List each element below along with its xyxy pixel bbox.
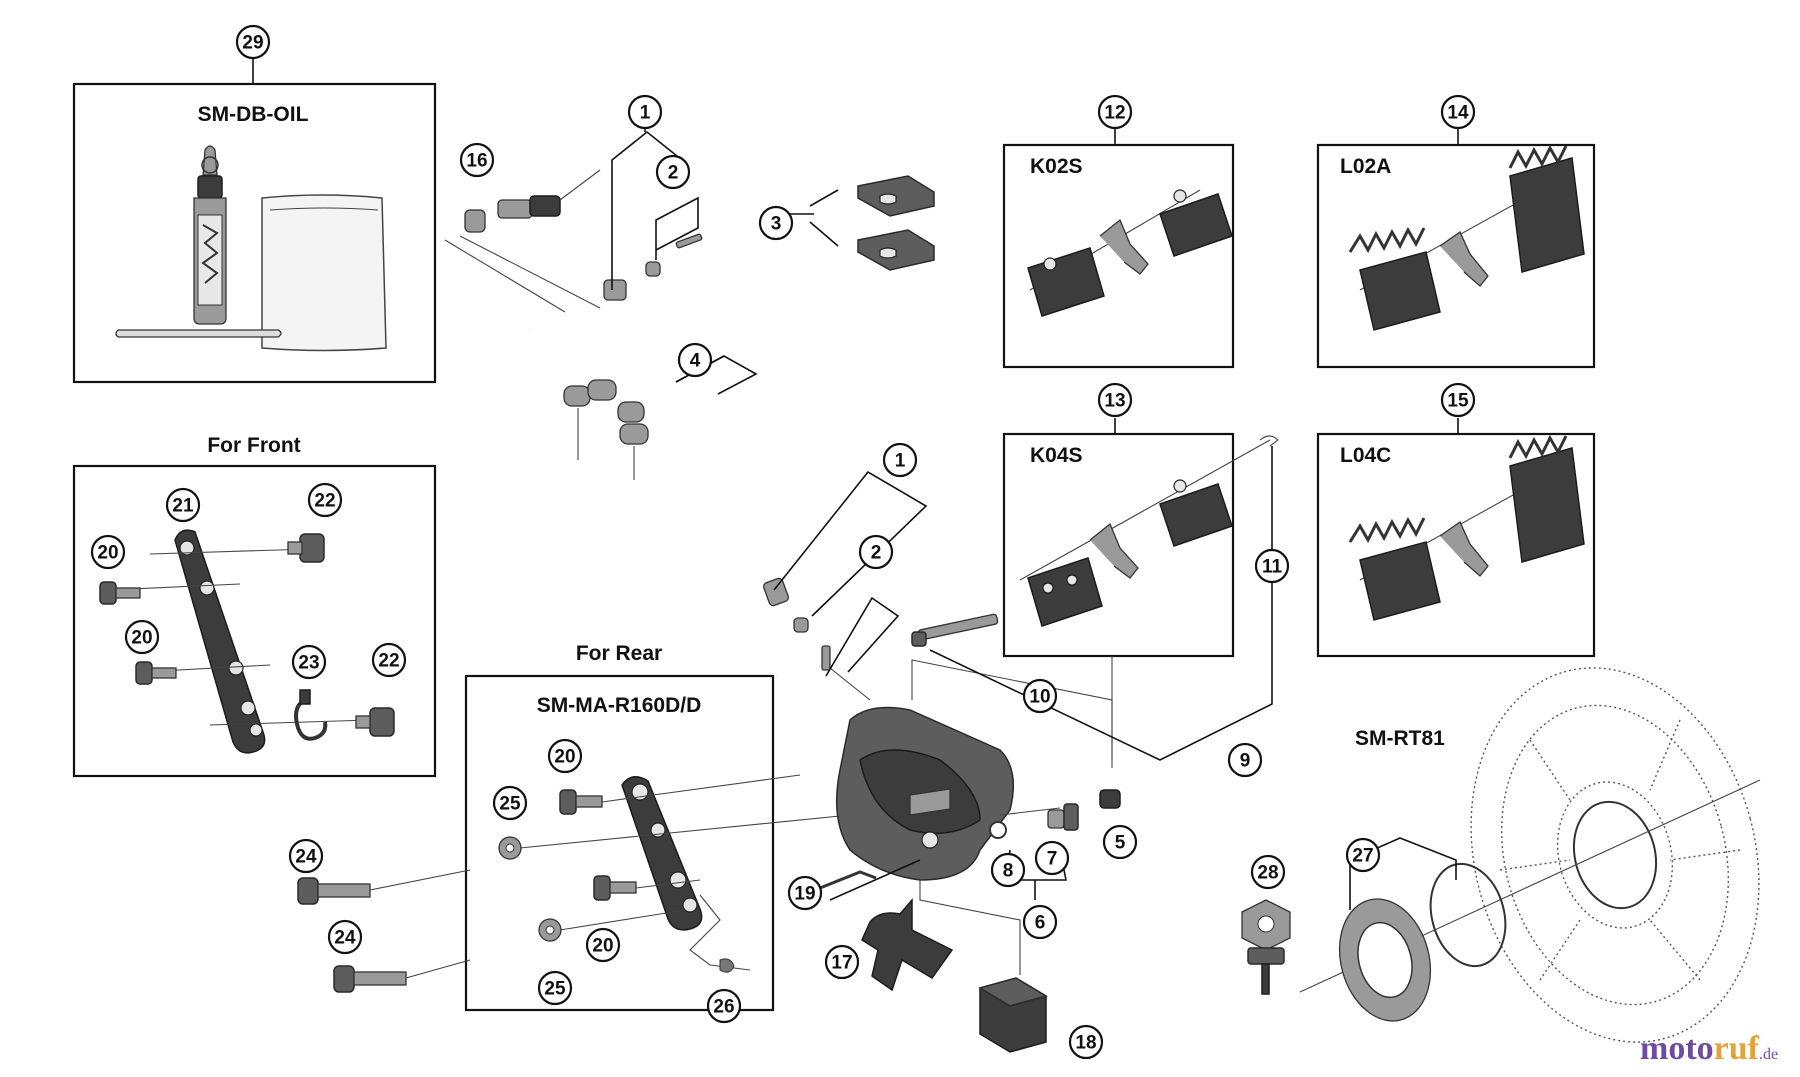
label-pad-k04s: K04S — [1030, 444, 1083, 467]
front-bolt-22-top — [287, 533, 325, 563]
funnel-tube-illustration — [115, 329, 282, 338]
box-sm-db-oil — [72, 82, 437, 384]
rear-washer-25-bottom — [538, 918, 562, 942]
box-pad-k04s — [1002, 432, 1235, 658]
pads-l02a-illustration — [1348, 144, 1585, 331]
lockring-tool-28 — [1241, 899, 1291, 995]
front-bolt-20-b — [135, 661, 177, 685]
front-bolt-20-a — [99, 581, 141, 605]
bleed-bag-illustration — [261, 194, 387, 352]
hose-joint-4 — [563, 379, 649, 445]
pads-k04s-illustration — [1019, 439, 1271, 627]
pad-pin-10 — [911, 613, 999, 647]
hose-clamp-block-3 — [857, 175, 935, 271]
rear-washer-25-top — [498, 836, 522, 860]
label-pad-l04c: L04C — [1340, 444, 1391, 467]
olive-insert-1-top — [603, 233, 703, 301]
box-for-rear — [464, 674, 775, 1012]
olive-insert-1-bottom — [762, 577, 831, 671]
front-adapter-illustration — [174, 529, 266, 754]
caliper-body-illustration — [835, 706, 1015, 881]
label-sm-rt81: SM-RT81 — [1355, 727, 1445, 750]
label-pad-l02a: L02A — [1340, 155, 1391, 178]
box-pad-k02s — [1002, 143, 1235, 369]
box-for-front — [72, 464, 437, 778]
box-pad-l04c — [1316, 432, 1596, 658]
oil-bottle-illustration — [193, 145, 227, 325]
mount-bolt-24-top — [297, 877, 371, 905]
watermark: motoruf.de — [1640, 1030, 1778, 1068]
pad-spring-19 — [819, 870, 877, 890]
label-pad-k02s: K02S — [1030, 155, 1083, 178]
caliper-bleed-5 — [1099, 789, 1121, 809]
front-cable-clamp-23 — [294, 689, 328, 741]
pad-spacer-17 — [861, 897, 954, 992]
label-for-front: For Front — [207, 434, 300, 457]
mount-bolt-24-bottom — [333, 965, 407, 993]
label-for-rear: For Rear — [576, 642, 662, 665]
pads-l04c-illustration — [1348, 434, 1585, 621]
caliper-o-ring-8 — [989, 821, 1007, 839]
rear-adapter-illustration — [621, 776, 703, 931]
watermark-brand-a: moto — [1640, 1030, 1714, 1067]
label-sm-ma-r160: SM-MA-R160D/D — [537, 694, 702, 717]
rear-bolt-20-bottom — [593, 875, 637, 901]
lockring-27 — [1338, 862, 1507, 1022]
hose-connector-16 — [464, 169, 601, 233]
caliper-bleed-nipple-7 — [1047, 803, 1079, 831]
label-sm-db-oil: SM-DB-OIL — [198, 103, 309, 126]
pads-k02s-illustration — [1027, 189, 1233, 317]
rotor-sm-rt81-illustration — [1470, 667, 1760, 1043]
hose-line — [469, 329, 778, 676]
watermark-tld: .de — [1758, 1046, 1779, 1063]
watermark-brand-b: ruf — [1713, 1030, 1759, 1067]
bleed-block-18 — [978, 977, 1048, 1053]
rear-cable-tie-26 — [719, 958, 735, 973]
box-pad-l02a — [1316, 143, 1596, 369]
rear-bolt-20-top — [559, 789, 603, 815]
front-bolt-22-bottom — [355, 707, 395, 737]
